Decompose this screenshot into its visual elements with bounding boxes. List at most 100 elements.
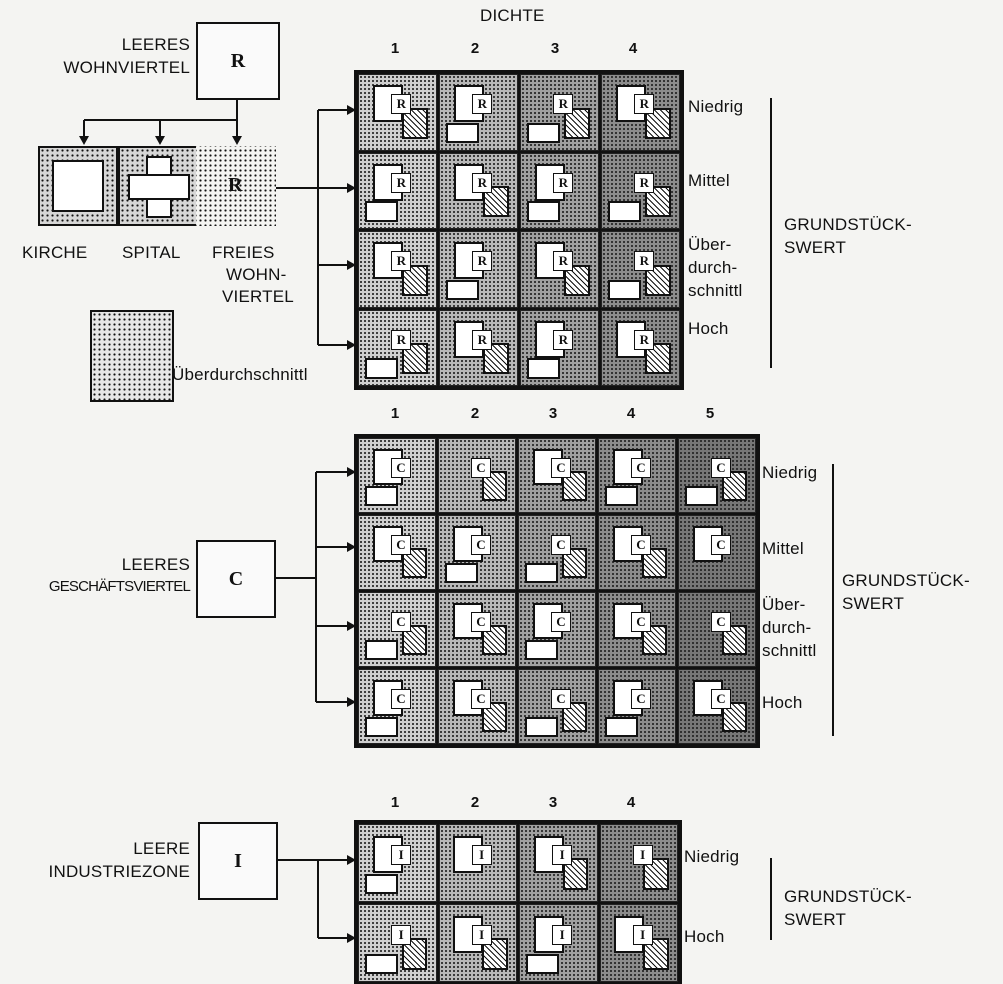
com-row-above-2: durch-: [762, 618, 812, 637]
building-shape: [564, 107, 590, 139]
building-shape: [608, 279, 642, 301]
com-col-3: 3: [548, 405, 558, 422]
res-bracket: [770, 98, 772, 368]
building-shape: [533, 835, 564, 874]
res-col-1: 1: [390, 40, 400, 57]
zone-letter-label: C: [390, 611, 411, 632]
industrial-zone-box: I: [198, 822, 278, 900]
church-tile: [38, 146, 118, 226]
building-shape: [527, 358, 561, 379]
res-tile: R: [358, 74, 437, 151]
res-tile: R: [439, 74, 518, 151]
com-tile: C: [438, 669, 516, 744]
com-row-high: Hoch: [762, 693, 803, 712]
com-row-low: Niedrig: [762, 463, 818, 482]
building-shape: [605, 716, 638, 737]
building-shape: [645, 264, 671, 296]
com-tile: C: [438, 515, 516, 590]
zone-letter-label: I: [391, 924, 412, 945]
res-row-high: Hoch: [688, 319, 729, 338]
zone-letter-label: R: [553, 251, 574, 272]
building-shape: [446, 122, 480, 144]
industrial-label-line1: LEERE: [133, 839, 190, 858]
building-shape: [401, 625, 427, 656]
com-tile: C: [518, 438, 596, 513]
commercial-label-line2: GESCHÄFTSVIERTEL: [48, 578, 191, 595]
zone-letter-label: C: [550, 611, 571, 632]
ind-tile: I: [438, 904, 517, 982]
zone-letter-label: R: [553, 94, 574, 115]
com-col-5: 5: [705, 405, 715, 422]
ind-side-1: GRUNDSTÜCK-: [784, 887, 912, 906]
ind-tile: I: [438, 824, 517, 902]
zone-letter-label: C: [550, 457, 571, 478]
industrial-grid: I I I I I I I I: [354, 820, 682, 984]
building-shape: [525, 562, 558, 583]
industrial-label-line2: INDUSTRIEZONE: [48, 862, 190, 881]
ind-bracket: [770, 858, 772, 940]
free-residential-letter: R: [228, 174, 243, 196]
com-row-above-3: schnittl: [762, 641, 817, 660]
ind-tile: I: [519, 824, 598, 902]
building-shape: [527, 122, 561, 144]
building-shape: [365, 639, 398, 660]
free-label-line1: FREIES: [212, 243, 275, 262]
free-residential-tile: R: [196, 146, 276, 226]
zone-letter-label: C: [470, 688, 491, 709]
zone-letter-label: R: [391, 329, 412, 350]
hospital-label: SPITAL: [122, 243, 181, 262]
building-shape: [372, 680, 403, 717]
com-tile: C: [598, 669, 676, 744]
building-shape: [641, 625, 667, 656]
building-shape: [365, 358, 399, 379]
zone-letter-label: C: [710, 534, 731, 555]
hospital-tile: [118, 146, 198, 226]
ind-tile: I: [599, 824, 678, 902]
res-tile: R: [439, 152, 518, 229]
zone-letter-label: C: [390, 688, 411, 709]
zone-letter-label: C: [630, 534, 651, 555]
ind-tile: I: [599, 904, 678, 982]
res-tile: R: [358, 152, 437, 229]
com-tile: C: [678, 515, 756, 590]
com-tile: C: [438, 438, 516, 513]
free-label-line3: VIERTEL: [222, 287, 294, 306]
ind-col-4: 4: [626, 794, 636, 811]
ind-row-low: Niedrig: [684, 847, 740, 866]
res-tile: R: [601, 231, 680, 308]
free-label-line2: WOHN-: [226, 265, 287, 284]
com-tile: C: [678, 669, 756, 744]
ind-col-2: 2: [470, 794, 480, 811]
res-tile: R: [601, 309, 680, 386]
ind-col-3: 3: [548, 794, 558, 811]
building-shape: [645, 186, 671, 218]
ind-row-high: Hoch: [684, 927, 725, 946]
zone-letter-label: C: [550, 688, 571, 709]
res-tile: R: [439, 309, 518, 386]
ind-tile: I: [519, 904, 598, 982]
com-side-1: GRUNDSTÜCK-: [842, 571, 970, 590]
res-row-above-2: durch-: [688, 258, 738, 277]
residential-zone-box: R: [196, 22, 280, 100]
zone-letter-label: R: [634, 251, 655, 272]
building-shape: [685, 485, 718, 506]
res-tile: R: [439, 231, 518, 308]
com-tile: C: [358, 669, 436, 744]
com-tile: C: [358, 515, 436, 590]
res-row-above-1: Über-: [688, 235, 732, 254]
church-label: KIRCHE: [22, 243, 88, 262]
com-side-2: SWERT: [842, 594, 905, 613]
res-side-2: SWERT: [784, 238, 847, 257]
zone-letter-label: I: [632, 844, 653, 865]
residential-label-line2: WOHNVIERTEL: [63, 58, 190, 77]
building-shape: [372, 835, 403, 874]
building-shape: [365, 485, 398, 506]
com-col-1: 1: [390, 405, 400, 422]
above-average-house-cluster: [90, 310, 174, 402]
zone-letter-label: I: [632, 924, 653, 945]
building-shape: [721, 625, 747, 656]
building-shape: [525, 716, 558, 737]
com-row-above-1: Über-: [762, 595, 806, 614]
com-tile: C: [678, 438, 756, 513]
zone-letter-label: R: [391, 94, 412, 115]
